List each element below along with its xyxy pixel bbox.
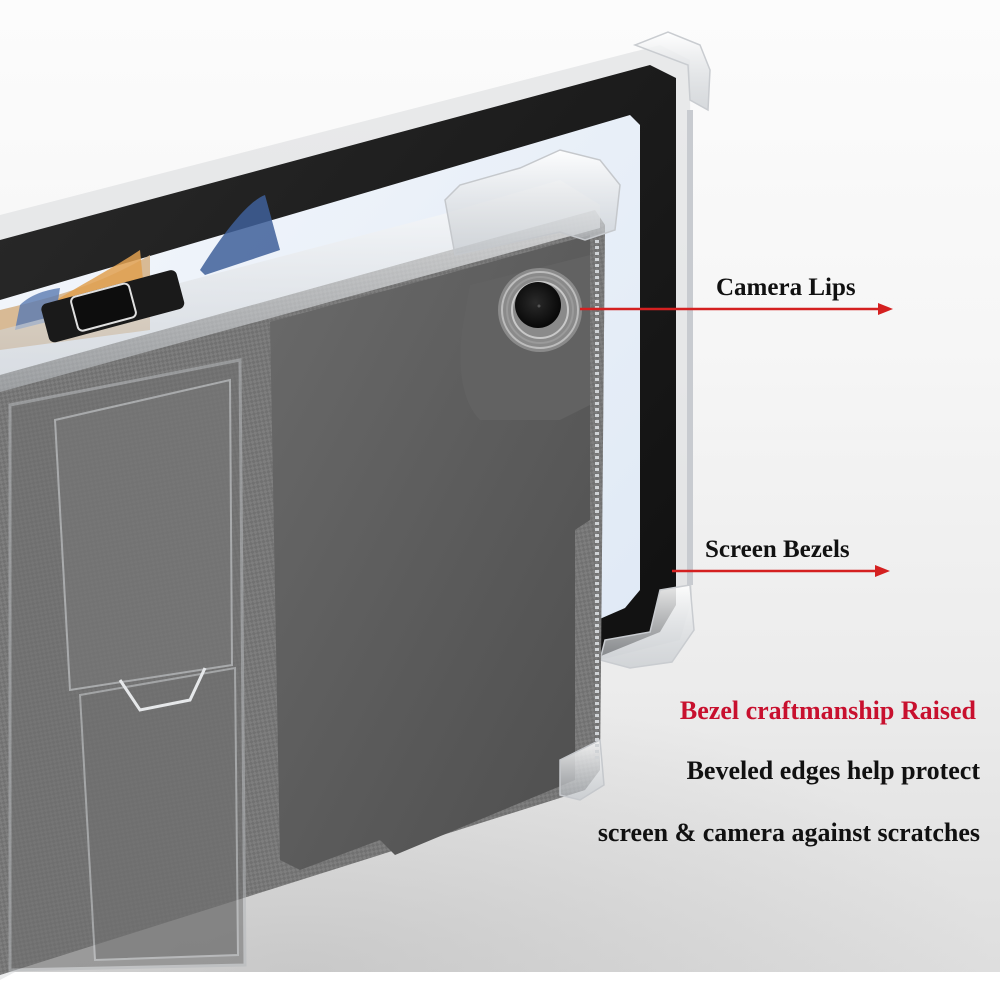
feature-description-line1: Beveled edges help protect bbox=[686, 756, 980, 785]
bezel-arrow bbox=[672, 565, 890, 577]
screen-bezels-label: Screen Bezels bbox=[705, 536, 850, 563]
camera-lens-icon bbox=[498, 268, 582, 352]
camera-arrow bbox=[580, 303, 893, 315]
camera-lips-label: Camera Lips bbox=[716, 274, 856, 301]
kickstand bbox=[8, 358, 247, 972]
feature-description-line2: screen & camera against scratches bbox=[597, 818, 980, 847]
feature-headline: Bezel craftmanship Raised bbox=[679, 696, 976, 725]
